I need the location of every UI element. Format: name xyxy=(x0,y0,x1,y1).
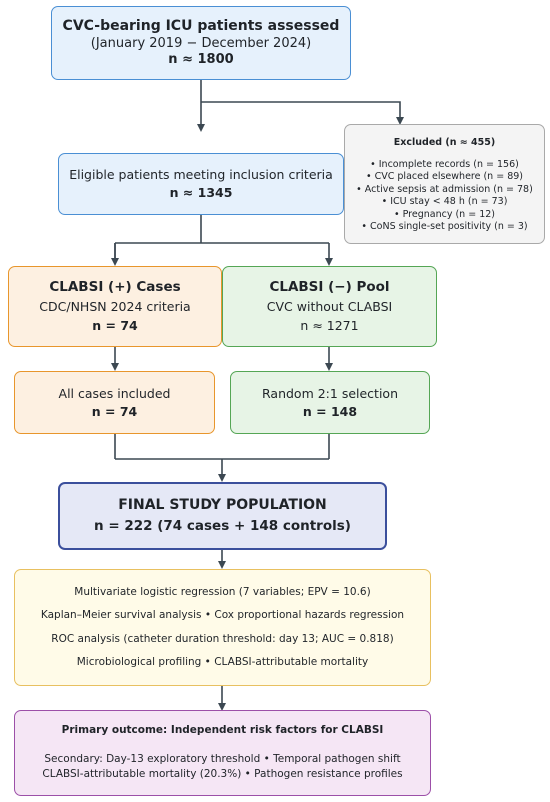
eligible-count: n ≈ 1345 xyxy=(169,185,233,200)
excluded-item: • CoNS single-set positivity (n = 3) xyxy=(361,221,528,233)
excluded-box: Excluded (n ≈ 455) • Incomplete records … xyxy=(344,124,545,244)
analysis-line: Kaplan–Meier survival analysis • Cox pro… xyxy=(40,609,405,622)
controls-count: n = 148 xyxy=(302,403,358,419)
eligible-box: Eligible patients meeting inclusion crit… xyxy=(58,153,344,215)
outcome-box: Primary outcome: Independent risk factor… xyxy=(14,710,431,796)
pool-count: n ≈ 1271 xyxy=(300,317,359,333)
primary-outcome: Primary outcome: Independent risk factor… xyxy=(61,724,384,737)
assessed-count: n ≈ 1800 xyxy=(168,51,234,67)
all-cases-box: All cases included n = 74 xyxy=(14,371,215,434)
analysis-line: Multivariate logistic regression (7 vari… xyxy=(74,586,371,599)
excluded-item: • Incomplete records (n = 156) xyxy=(370,158,519,170)
excluded-item: • CVC placed elsewhere (n = 89) xyxy=(365,171,523,183)
pool-title: CLABSI (−) Pool xyxy=(269,279,390,296)
final-title: FINAL STUDY POPULATION xyxy=(118,497,327,514)
analysis-line: ROC analysis (catheter duration threshol… xyxy=(51,632,394,645)
secondary-outcome-line: Secondary: Day-13 exploratory threshold … xyxy=(44,752,401,765)
analysis-box: Multivariate logistic regression (7 vari… xyxy=(14,569,431,686)
arrow-to-excluded xyxy=(201,101,404,125)
cases-count: n = 74 xyxy=(92,317,138,333)
pool-box: CLABSI (−) Pool CVC without CLABSI n ≈ 1… xyxy=(222,266,437,347)
all-cases-count: n = 74 xyxy=(91,403,138,419)
excluded-item: • Pregnancy (n = 12) xyxy=(393,208,495,220)
eligible-title: Eligible patients meeting inclusion crit… xyxy=(69,167,333,183)
cases-title: CLABSI (+) Cases xyxy=(49,279,181,296)
secondary-outcome-line: CLABSI-attributable mortality (20.3%) • … xyxy=(42,767,403,780)
final-count: n = 222 (74 cases + 148 controls) xyxy=(94,517,351,534)
pool-subtitle: CVC without CLABSI xyxy=(266,299,393,315)
assessed-period: (January 2019 − December 2024) xyxy=(90,35,312,51)
cases-subtitle: CDC/NHSN 2024 criteria xyxy=(39,299,191,315)
excluded-item: • Active sepsis at admission (n = 78) xyxy=(356,183,533,195)
assessed-box: CVC-bearing ICU patients assessed (Janua… xyxy=(51,6,351,80)
arrow-eligible-split xyxy=(114,215,329,262)
controls-title: Random 2:1 selection xyxy=(262,385,398,401)
excluded-item: • ICU stay < 48 h (n = 73) xyxy=(381,196,508,208)
final-population-box: FINAL STUDY POPULATION n = 222 (74 cases… xyxy=(58,482,387,550)
controls-box: Random 2:1 selection n = 148 xyxy=(230,371,430,434)
analysis-line: Microbiological profiling • CLABSI-attri… xyxy=(76,655,369,668)
cases-box: CLABSI (+) Cases CDC/NHSN 2024 criteria … xyxy=(8,266,222,347)
assessed-title: CVC-bearing ICU patients assessed xyxy=(62,18,340,34)
arrow-merge-to-final xyxy=(114,434,330,478)
excluded-title: Excluded (n ≈ 455) xyxy=(393,137,496,148)
all-cases-title: All cases included xyxy=(58,385,171,401)
